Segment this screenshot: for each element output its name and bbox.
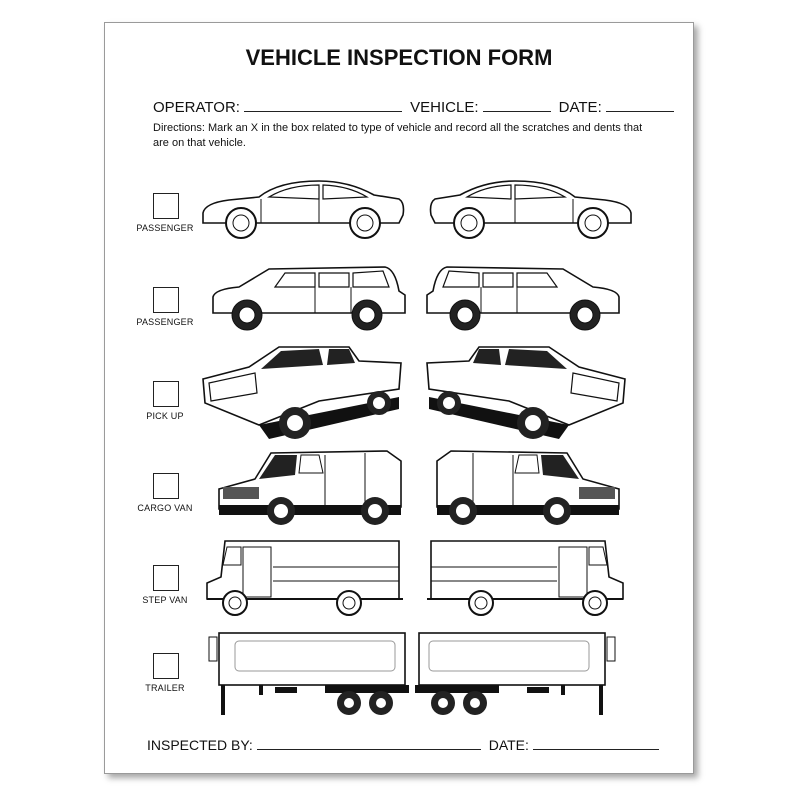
inspected-by-field[interactable] xyxy=(256,748,481,750)
inspected-by-label: INSPECTED BY: xyxy=(147,737,253,753)
trailer-right-view xyxy=(415,632,616,715)
pickup-left-view xyxy=(202,346,402,439)
sedan-left-view xyxy=(202,180,405,239)
checkbox-pickup[interactable] xyxy=(153,381,179,407)
checkbox-trailer[interactable] xyxy=(153,653,179,679)
label-step-van: STEP VAN xyxy=(142,595,188,605)
label-trailer: TRAILER xyxy=(145,683,185,693)
suv-left-view xyxy=(212,266,406,331)
inspection-form-sheet: VEHICLE INSPECTION FORM OPERATOR: VEHICL… xyxy=(104,22,694,774)
step-van-left-view xyxy=(206,540,403,616)
form-title: VEHICLE INSPECTION FORM xyxy=(245,45,553,70)
vehicle-label: VEHICLE: xyxy=(410,99,479,116)
operator-field[interactable] xyxy=(243,110,402,112)
date-field[interactable] xyxy=(605,110,674,112)
footer-date-field[interactable] xyxy=(532,748,659,750)
checkbox-step-van[interactable] xyxy=(153,565,179,591)
trailer-left-view xyxy=(208,632,409,715)
checkbox-cargo-van[interactable] xyxy=(153,473,179,499)
header-fields: OPERATOR: VEHICLE: DATE: xyxy=(153,99,678,116)
footer-date-label: DATE: xyxy=(488,737,529,753)
sedan-right-view xyxy=(429,180,632,239)
footer-fields: INSPECTED BY: DATE: xyxy=(147,737,663,753)
suv-right-view xyxy=(426,266,620,331)
checkbox-passenger-suv[interactable] xyxy=(153,287,179,313)
directions-text: Directions: Mark an X in the box related… xyxy=(153,122,643,149)
label-passenger-sedan: PASSENGER xyxy=(136,223,194,233)
label-cargo-van: CARGO VAN xyxy=(137,503,193,513)
cargo-van-right-view xyxy=(436,450,620,525)
vehicle-field[interactable] xyxy=(482,110,551,112)
checkbox-passenger-sedan[interactable] xyxy=(153,193,179,219)
pickup-right-view xyxy=(426,346,626,439)
operator-label: OPERATOR: xyxy=(153,99,240,116)
step-van-right-view xyxy=(427,540,624,616)
label-pickup: PICK UP xyxy=(146,411,184,421)
date-label: DATE: xyxy=(558,99,602,116)
cargo-van-left-view xyxy=(218,450,402,525)
label-passenger-suv: PASSENGER xyxy=(136,317,194,327)
